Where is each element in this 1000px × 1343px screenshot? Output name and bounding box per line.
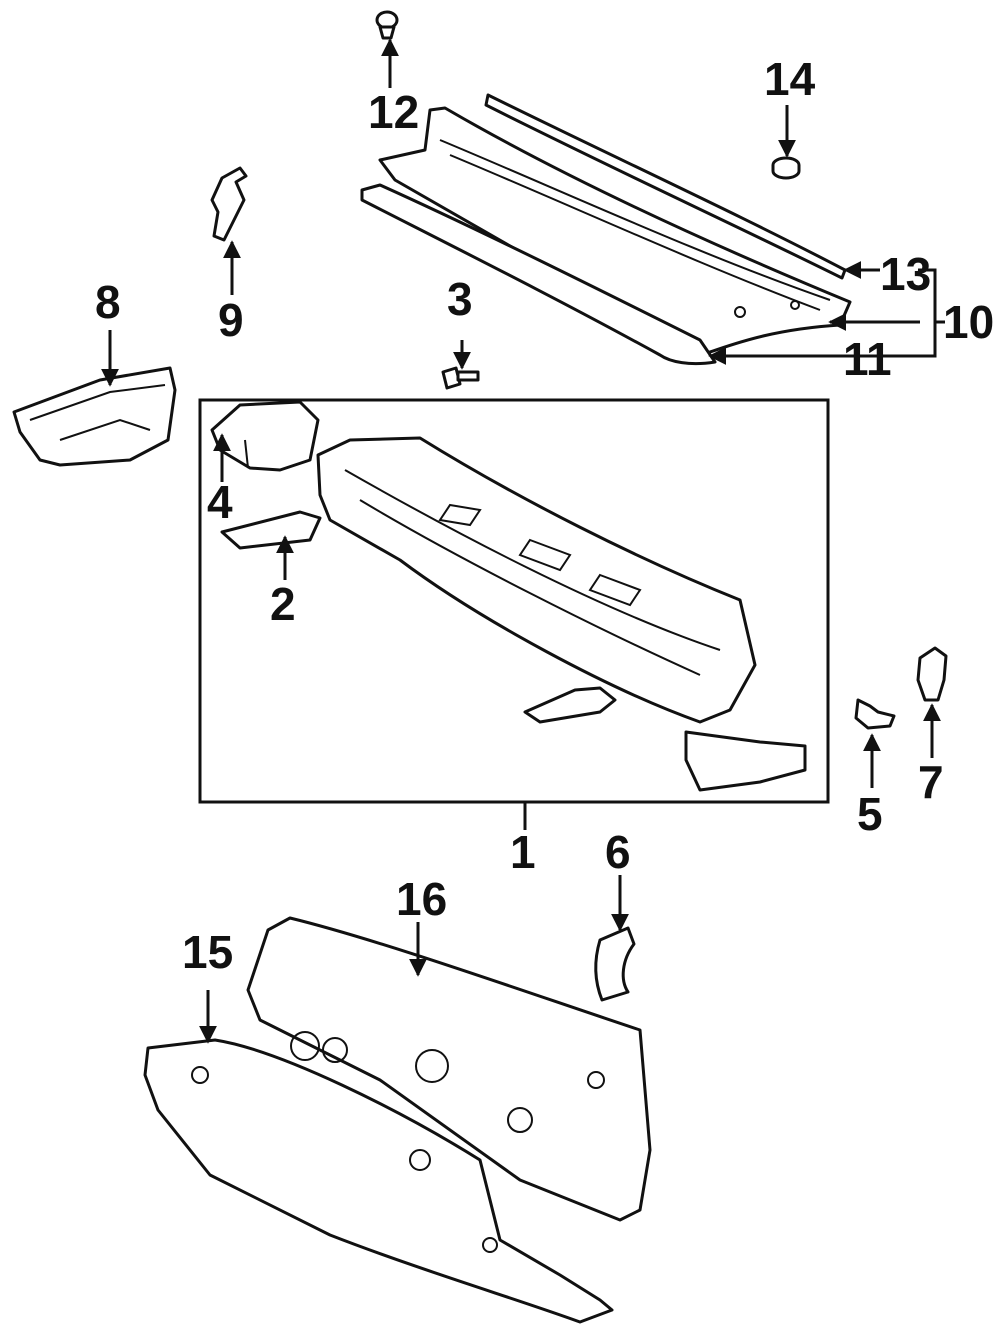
callout-7: 7 xyxy=(918,756,944,808)
callout-6: 6 xyxy=(605,826,631,878)
part-1-cowl-frame xyxy=(316,436,757,724)
leader-bracket-10 xyxy=(918,268,937,358)
callout-16: 16 xyxy=(396,873,447,925)
part-3-bolt xyxy=(441,366,480,390)
part-14-plug xyxy=(771,156,801,180)
callout-1: 1 xyxy=(510,826,536,878)
part-11-cowl-lower xyxy=(360,183,717,366)
callout-3: 3 xyxy=(447,273,473,325)
callout-4: 4 xyxy=(207,476,233,528)
callout-5: 5 xyxy=(857,788,883,840)
callout-10: 10 xyxy=(943,296,994,348)
part-1-small-plate xyxy=(523,686,617,724)
part-7-bracket xyxy=(916,646,948,702)
part-2-plate xyxy=(220,510,322,550)
callout-2: 2 xyxy=(270,578,296,630)
part-15-insulator xyxy=(143,1038,614,1324)
callout-12: 12 xyxy=(368,86,419,138)
part-9-bracket xyxy=(210,166,248,242)
callout-8: 8 xyxy=(95,276,121,328)
callout-13: 13 xyxy=(880,248,931,300)
part-6-seal xyxy=(594,926,636,1002)
part-12-clip xyxy=(375,10,399,40)
callout-9: 9 xyxy=(218,294,244,346)
part-1-right-bracket xyxy=(684,730,807,792)
callout-11: 11 xyxy=(843,333,892,385)
part-5-clip xyxy=(854,698,896,730)
part-4-bracket xyxy=(210,400,320,472)
part-1-assembly-box xyxy=(198,398,830,804)
part-8-side-panel xyxy=(12,366,177,467)
callout-15: 15 xyxy=(182,926,233,978)
callout-14: 14 xyxy=(764,53,816,105)
part-13-seal xyxy=(484,93,847,280)
part-16-dash-panel xyxy=(246,916,652,1222)
